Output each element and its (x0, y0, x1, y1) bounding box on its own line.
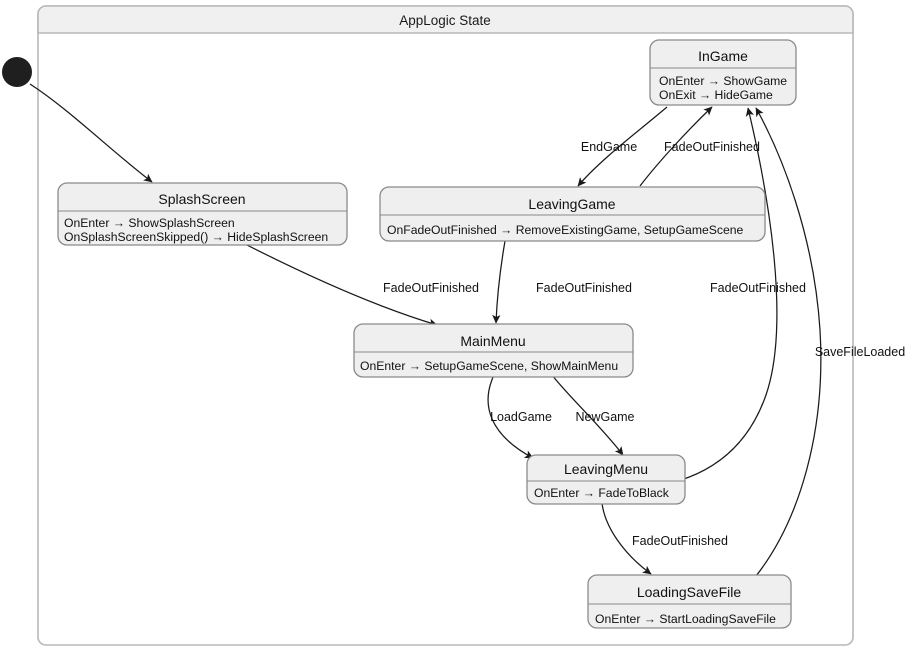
edge-label-leavingmenu-to-ingame: FadeOutFinished (710, 281, 806, 295)
edge-label-savefileloaded: SaveFileLoaded (815, 345, 905, 359)
state-box-leavinggame (379, 186, 766, 242)
state-box-splashscreen (57, 182, 348, 246)
transition-labels: EndGame FadeOutFinished FadeOutFinished … (383, 140, 905, 548)
edge-mainmenu-to-leavingmenu-loadgame (487, 374, 534, 459)
edge-label-leavinggame-to-mainmenu: FadeOutFinished (536, 281, 632, 295)
state-title-leavinggame: LeavingGame (528, 196, 615, 212)
edge-leavingmenu-to-loadingsavefile (601, 502, 652, 575)
edge-leavingmenu-to-ingame (649, 107, 778, 488)
initial-state-dot (2, 57, 32, 87)
state-box-loadingsavefile (587, 574, 792, 629)
state-action-splashscreen-0: OnEnter → ShowSplashScreen (64, 216, 235, 230)
edge-ingame-to-leavinggame (577, 106, 668, 187)
state-title-splashscreen: SplashScreen (158, 191, 245, 207)
edge-leavinggame-to-ingame (639, 106, 713, 187)
edge-label-leavingmenu-to-loadingsavefile: FadeOutFinished (632, 534, 728, 548)
state-action-leavinggame-0: OnFadeOutFinished → RemoveExistingGame, … (387, 223, 744, 237)
container-title-label: AppLogic State (399, 13, 491, 28)
edge-initial-to-splashscreen (29, 83, 153, 183)
transition-edges (29, 83, 822, 577)
state-action-loadingsavefile-0: OnEnter → StartLoadingSaveFile (595, 612, 776, 626)
edge-label-newgame: NewGame (575, 410, 634, 424)
state-node-leavingmenu[interactable]: LeavingMenu OnEnter → FadeToBlack (526, 454, 686, 505)
state-box-leavingmenu (526, 454, 686, 505)
container-title-bar (37, 5, 854, 34)
edge-label-leavinggame-to-ingame: FadeOutFinished (664, 140, 760, 154)
state-box-ingame (649, 39, 797, 106)
state-node-mainmenu[interactable]: MainMenu OnEnter → SetupGameScene, ShowM… (353, 323, 634, 378)
state-action-mainmenu-0: OnEnter → SetupGameScene, ShowMainMenu (360, 359, 618, 373)
edge-splashscreen-to-mainmenu (242, 242, 438, 327)
state-action-leavingmenu-0: OnEnter → FadeToBlack (534, 486, 670, 500)
state-node-ingame[interactable]: InGame OnEnter → ShowGame OnExit → HideG… (649, 39, 797, 106)
state-box-mainmenu (353, 323, 634, 378)
state-node-splashscreen[interactable]: SplashScreen OnEnter → ShowSplashScreen … (57, 182, 348, 246)
state-node-loadingsavefile[interactable]: LoadingSaveFile OnEnter → StartLoadingSa… (587, 574, 792, 629)
edge-loadingsavefile-to-ingame (755, 107, 822, 577)
edge-leavinggame-to-mainmenu (492, 240, 506, 324)
edge-label-loadgame: LoadGame (490, 410, 552, 424)
state-action-ingame-0: OnEnter → ShowGame (659, 74, 787, 88)
state-title-ingame: InGame (698, 48, 748, 64)
state-action-ingame-1: OnExit → HideGame (659, 88, 773, 102)
state-node-leavinggame[interactable]: LeavingGame OnFadeOutFinished → RemoveEx… (379, 186, 766, 242)
edge-mainmenu-to-leavingmenu-newgame (551, 374, 624, 456)
state-title-loadingsavefile: LoadingSaveFile (637, 584, 742, 600)
edge-label-endgame: EndGame (581, 140, 637, 154)
state-action-splashscreen-1: OnSplashScreenSkipped() → HideSplashScre… (64, 230, 328, 244)
state-title-mainmenu: MainMenu (460, 333, 525, 349)
edge-label-splashscreen-to-mainmenu: FadeOutFinished (383, 281, 479, 295)
state-title-leavingmenu: LeavingMenu (564, 461, 648, 477)
